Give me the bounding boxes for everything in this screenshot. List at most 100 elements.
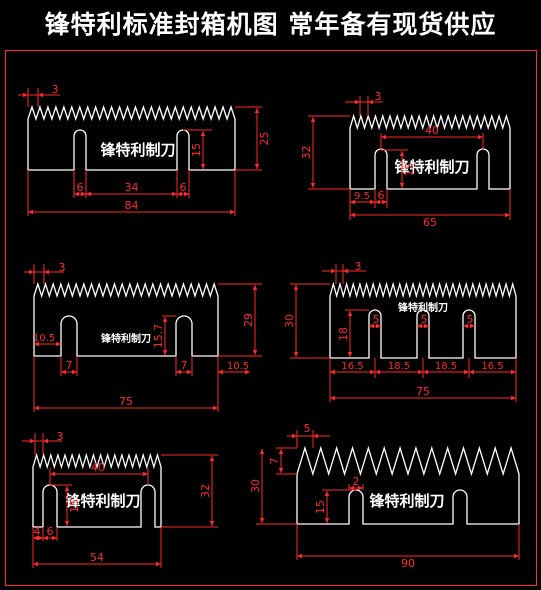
dimension-text: 32 (199, 484, 212, 498)
blade-outline (32, 452, 162, 528)
dimension-arrow (514, 553, 519, 559)
dimension-arrow (343, 268, 348, 274)
dimension-arrow (310, 117, 316, 122)
dimension-text: 5 (373, 313, 380, 326)
dimension-arrow (292, 433, 297, 439)
dimension-arrow (44, 269, 49, 275)
dimension-text: 16.5 (481, 361, 503, 372)
dimension-text: 10.5 (33, 333, 55, 344)
dimension-arrow (254, 108, 260, 113)
dimension-arrow (259, 518, 265, 523)
blade-outline (296, 445, 520, 525)
dimension-arrow (424, 323, 429, 329)
dimension-text: 3 (52, 83, 59, 96)
dimension-arrow (28, 209, 33, 215)
dimension-arrow (61, 369, 66, 375)
blade-outline (349, 113, 511, 190)
dimension-arrow (34, 405, 39, 411)
dimension-arrow (350, 199, 355, 205)
dimension-arrow (370, 199, 375, 205)
page-title: 锋特利标准封箱机图 常年备有现货供应 (44, 10, 497, 39)
dimension-text: 16.5 (341, 361, 363, 372)
dimension-text: 15 (403, 163, 416, 177)
dimension-text: 75 (119, 395, 133, 408)
dimension-arrow (86, 191, 91, 197)
blade-outline (329, 281, 517, 359)
dimension-arrow (184, 191, 189, 197)
dimension-text: 9.5 (354, 191, 370, 202)
blade-label: 锋特利制刀 (100, 141, 175, 159)
dimension-text: 84 (125, 199, 139, 212)
dimension-arrow (376, 323, 381, 329)
dimension-text: 5 (421, 313, 428, 326)
dimension-text: 30 (249, 479, 262, 493)
dimension-arrow (278, 449, 284, 454)
dimension-arrow (33, 535, 38, 541)
dimension-arrow (423, 369, 428, 375)
dimension-text: 6 (180, 181, 187, 194)
dimension-arrow (172, 191, 177, 197)
dimension-arrow (213, 405, 218, 411)
dimension-arrow (252, 350, 258, 355)
dimension-arrow (381, 134, 386, 140)
dimension-arrow (399, 151, 405, 156)
dimension-arrow (200, 164, 206, 169)
dimension-arrow (293, 285, 299, 290)
dimension-text: 90 (401, 557, 415, 570)
blade-outline (27, 104, 236, 171)
dimension-arrow (417, 323, 422, 329)
dimension-arrow (187, 369, 192, 375)
dimension-arrow (209, 521, 215, 526)
dimension-text: 7 (181, 359, 188, 372)
dimension-text: 5 (304, 422, 311, 435)
dimension-arrow (330, 369, 335, 375)
dimension-arrow (72, 369, 77, 375)
dimension-text: 25 (258, 132, 271, 146)
dimension-arrow (245, 369, 250, 375)
blade-label: 锋特利制刀 (398, 301, 448, 314)
dimension-text: 18 (337, 327, 350, 341)
dimension-text: 6 (378, 189, 385, 202)
dimension-arrow (313, 433, 318, 439)
dimension-text: 2 (353, 475, 360, 488)
dimension-arrow (74, 191, 79, 197)
dimension-arrow (162, 317, 168, 322)
dimension-arrow (349, 485, 354, 491)
dimension-text: 6 (77, 181, 84, 194)
dimension-arrow (347, 352, 353, 357)
dimension-text: 54 (90, 551, 104, 564)
dimension-arrow (368, 99, 373, 105)
dimension-arrow (511, 369, 516, 375)
dimension-arrow (56, 341, 61, 347)
dimension-arrow (38, 92, 43, 98)
dimension-arrow (156, 561, 161, 567)
dimension-arrow (463, 323, 468, 329)
dimension-text: 3 (355, 260, 362, 273)
dimension-text: 34 (125, 181, 139, 194)
dimension-arrow (370, 369, 375, 375)
dimension-arrow (369, 323, 374, 329)
dimension-arrow (375, 199, 380, 205)
blade-label: 锋特利制刀 (101, 332, 151, 345)
dimension-arrow (218, 369, 223, 375)
dimension-arrow (347, 311, 353, 316)
dimension-arrow (34, 341, 39, 347)
dimension-arrow (43, 535, 48, 541)
dimension-arrow (293, 352, 299, 357)
dimension-arrow (330, 395, 335, 401)
dimension-arrow (469, 369, 474, 375)
dimension-text: 18.5 (388, 361, 410, 372)
dimension-arrow (200, 131, 206, 136)
dimension-arrow (259, 449, 265, 454)
blade-label: 锋特利制刀 (65, 492, 140, 510)
dimension-text: 3 (59, 261, 66, 274)
dimension-arrow (177, 191, 182, 197)
blade-outline (33, 281, 219, 357)
dimension-arrow (143, 471, 148, 477)
dimension-arrow (50, 471, 55, 477)
